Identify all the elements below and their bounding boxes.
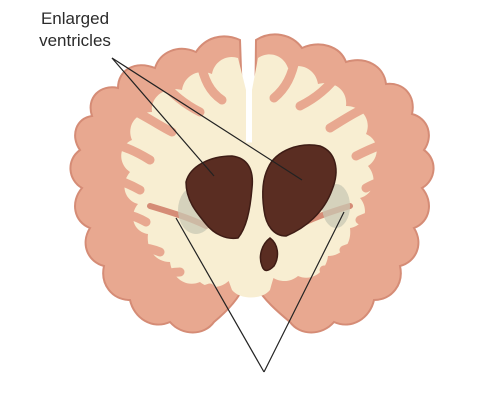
label-ventricles: ventricles xyxy=(10,30,140,51)
label-enlarged: Enlarged xyxy=(10,8,140,29)
